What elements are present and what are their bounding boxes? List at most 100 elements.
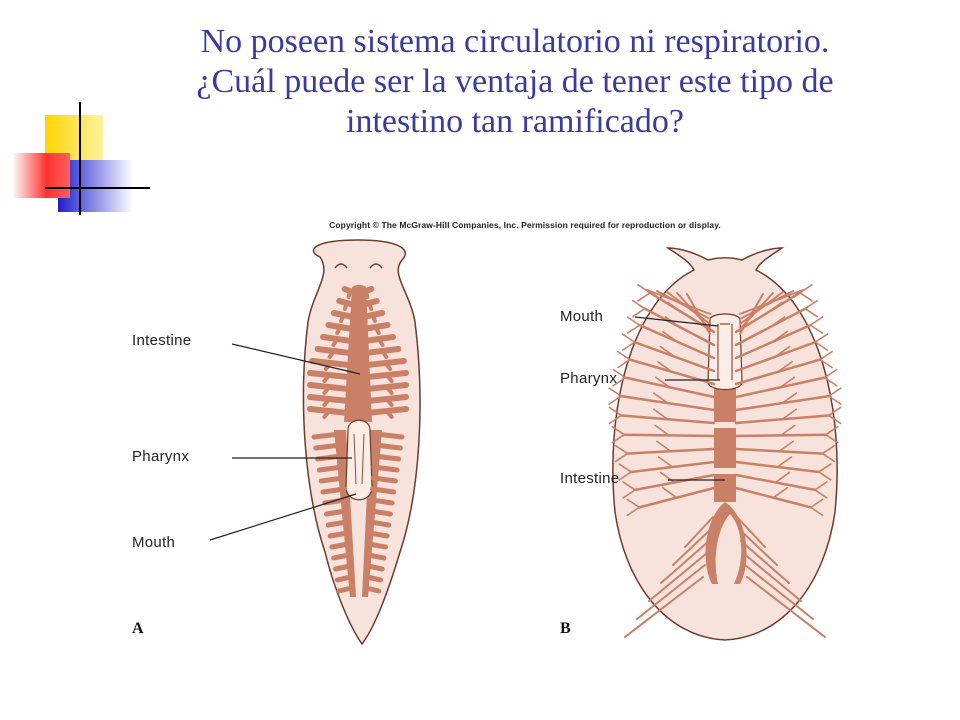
gut-branch: [307, 406, 361, 417]
gut-branch: [736, 516, 766, 548]
gut-branch: [656, 290, 711, 320]
gut-branch: [355, 334, 396, 345]
gut-branch: [654, 424, 670, 437]
planarian-a-drawing: [302, 239, 421, 646]
gut-branch: [307, 382, 361, 393]
gut-branch: [738, 528, 778, 566]
gut-branch: [384, 409, 394, 419]
deco-red-square: [12, 153, 70, 198]
gut-branch: [309, 358, 361, 369]
gut-branch: [684, 516, 714, 548]
gut-branch: [646, 289, 711, 315]
gut-branch: [654, 376, 671, 389]
gut-branch: [368, 508, 393, 517]
gut-branch: [618, 463, 632, 473]
gut-branch: [636, 564, 706, 620]
gut-branch: [778, 440, 795, 453]
gut-branch: [776, 456, 793, 468]
gut-branch: [612, 376, 627, 387]
gut-branch: [661, 486, 678, 499]
gut-branch: [655, 440, 672, 453]
gut-branch: [809, 316, 824, 326]
gut-branch: [331, 552, 352, 561]
figure-artwork: [209, 239, 842, 646]
label-a-intestine: Intestine: [132, 332, 192, 349]
gut-branch: [322, 385, 332, 395]
gut-branch: [814, 489, 828, 499]
gut-branch: [823, 376, 838, 387]
gut-branch: [622, 489, 636, 499]
gut-branch: [384, 373, 394, 383]
gut-branch: [809, 498, 824, 509]
gut-branch: [740, 540, 790, 584]
gut-branch: [384, 385, 394, 395]
gut-branch: [659, 471, 676, 484]
gut-branch: [614, 452, 629, 463]
gut-branch: [804, 299, 819, 310]
gut-branch: [320, 334, 361, 345]
gut-branch: [742, 552, 802, 602]
gut-branch: [367, 530, 390, 539]
gut-branch: [364, 289, 370, 299]
gut-branch: [335, 325, 343, 335]
gut-branch: [327, 530, 350, 539]
gut-branch: [827, 414, 842, 425]
gut-branch: [367, 301, 374, 311]
gut-branch: [355, 358, 407, 369]
gut-branch: [824, 425, 839, 436]
gut-branch: [608, 395, 622, 405]
gut-branch: [819, 350, 833, 361]
gut-branch: [637, 283, 651, 294]
gut-branch: [327, 349, 336, 359]
gut-branch: [767, 301, 783, 314]
gut-branch: [618, 471, 632, 481]
gut-branch: [365, 552, 387, 561]
gut-branch: [355, 370, 409, 381]
deco-blue-square: [58, 160, 133, 212]
label-b-pharynx: Pharynx: [560, 370, 618, 387]
panel-b-letter: B: [560, 620, 571, 637]
gut-branch: [657, 456, 674, 468]
gut-branch: [809, 324, 824, 334]
copyright-notice: Copyright © The McGraw-Hill Companies, I…: [329, 220, 721, 230]
gut-branch: [780, 424, 796, 437]
gut-branch: [320, 486, 347, 495]
gut-branch: [774, 471, 791, 484]
gut-branch: [809, 506, 824, 517]
gut-branch: [622, 481, 636, 491]
gut-branch: [314, 346, 361, 357]
title-line-1: No poseen sistema circulatorio ni respir…: [200, 23, 830, 60]
label-a-pharynx: Pharynx: [132, 448, 190, 465]
gut-branch: [355, 382, 409, 393]
gut-branch: [828, 395, 842, 405]
gut-branch: [325, 519, 350, 528]
gut-branch: [660, 540, 710, 584]
gut-branch: [652, 392, 669, 404]
gut-branch: [355, 322, 391, 333]
gut-branch: [617, 358, 631, 369]
gut-branch: [322, 409, 332, 419]
gut-branch: [818, 471, 832, 481]
gut-branch: [662, 330, 678, 343]
gut-branch: [322, 397, 332, 407]
title-line-3: intestino tan ramificado?: [346, 103, 684, 140]
gut-branch: [346, 289, 352, 299]
gut-branch: [821, 444, 836, 455]
gut-branch: [371, 464, 400, 473]
gut-branch: [814, 341, 829, 351]
gut-branch: [316, 464, 345, 473]
gut-branch: [664, 316, 681, 328]
gut-branch: [631, 299, 646, 310]
gut-branch: [307, 370, 361, 381]
gut-branch: [365, 563, 385, 572]
label-a-mouth: Mouth: [132, 534, 176, 551]
gut-branch: [370, 475, 398, 484]
gut-branch: [823, 368, 838, 379]
gut-branch: [608, 387, 622, 397]
polyclad-b-drawing: [608, 247, 842, 641]
label-b-intestine: Intestine: [560, 470, 620, 487]
gut-branch: [325, 322, 361, 333]
gut-branch: [779, 376, 796, 389]
gut-branch: [366, 541, 388, 550]
gut-branch: [611, 425, 626, 436]
